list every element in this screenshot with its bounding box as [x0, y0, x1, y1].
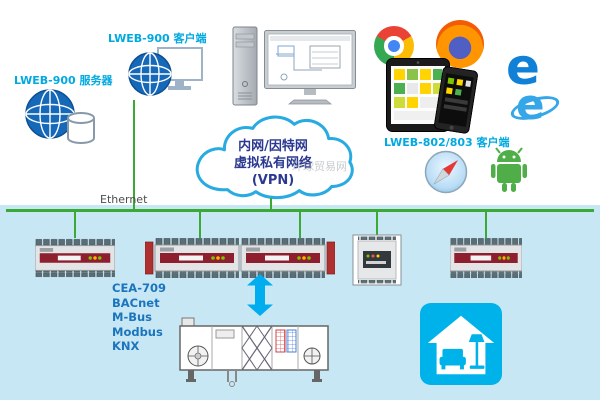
protocol-item-mbus: M-Bus	[112, 310, 153, 324]
drop-line-device-5	[485, 212, 487, 238]
edge-icon: e	[506, 38, 540, 96]
lweb900-server-label: LWEB-900 服务器	[14, 74, 113, 87]
internet-explorer-icon: e	[508, 84, 562, 130]
boxed-device	[352, 234, 402, 286]
air-handling-unit-icon	[176, 316, 334, 392]
globe-database-icon	[24, 86, 98, 148]
din-rail-controller-1	[34, 238, 116, 278]
lweb802-client-label: LWEB-802/803 客户端	[384, 136, 510, 149]
drop-line-device-3	[299, 212, 301, 238]
safari-icon	[424, 150, 468, 194]
desktop-monitor-icon	[264, 30, 356, 106]
ethernet-label: Ethernet	[100, 193, 148, 206]
android-icon	[487, 146, 531, 196]
protocol-item-cea709: CEA-709	[112, 281, 166, 295]
protocol-item-knx: KNX	[112, 339, 140, 353]
drop-line-device-1	[74, 212, 76, 238]
drop-line-device-2	[199, 212, 201, 238]
smart-home-icon	[420, 303, 502, 385]
cloud-line-1: 内网/因特网	[238, 138, 308, 154]
cloud-line-3: (VPN)	[251, 172, 295, 188]
tablet-icon	[386, 58, 450, 132]
protocol-item-modbus: Modbus	[112, 324, 163, 339]
ethernet-bus-line	[6, 209, 594, 212]
protocol-item-bacnet: BACnet	[112, 295, 160, 310]
lweb900-client-label: LWEB-900 客户端	[108, 32, 207, 45]
watermark: 环球贸易网	[292, 160, 347, 173]
protocol-list: CEA-709 BACnet M-Bus Modbus KNX	[112, 281, 166, 354]
cloud-line-2: 虚拟私有网络	[233, 155, 312, 171]
smartphone-icon	[434, 66, 478, 134]
mobile-devices-group	[386, 58, 484, 136]
globe-monitor-icon	[128, 42, 206, 104]
din-rail-controller-2	[144, 236, 336, 280]
drop-line-device-4	[376, 212, 378, 236]
desktop-tower-icon	[232, 26, 258, 106]
vpn-cloud: 内网/因特网 虚拟私有网络 (VPN)	[182, 108, 364, 210]
drop-line-client	[133, 100, 135, 212]
drop-line-cloud	[270, 198, 272, 212]
up-down-arrow-icon	[247, 274, 273, 316]
vpn-cloud-text: 内网/因特网 虚拟私有网络 (VPN)	[182, 108, 364, 210]
din-rail-controller-3	[449, 237, 523, 279]
